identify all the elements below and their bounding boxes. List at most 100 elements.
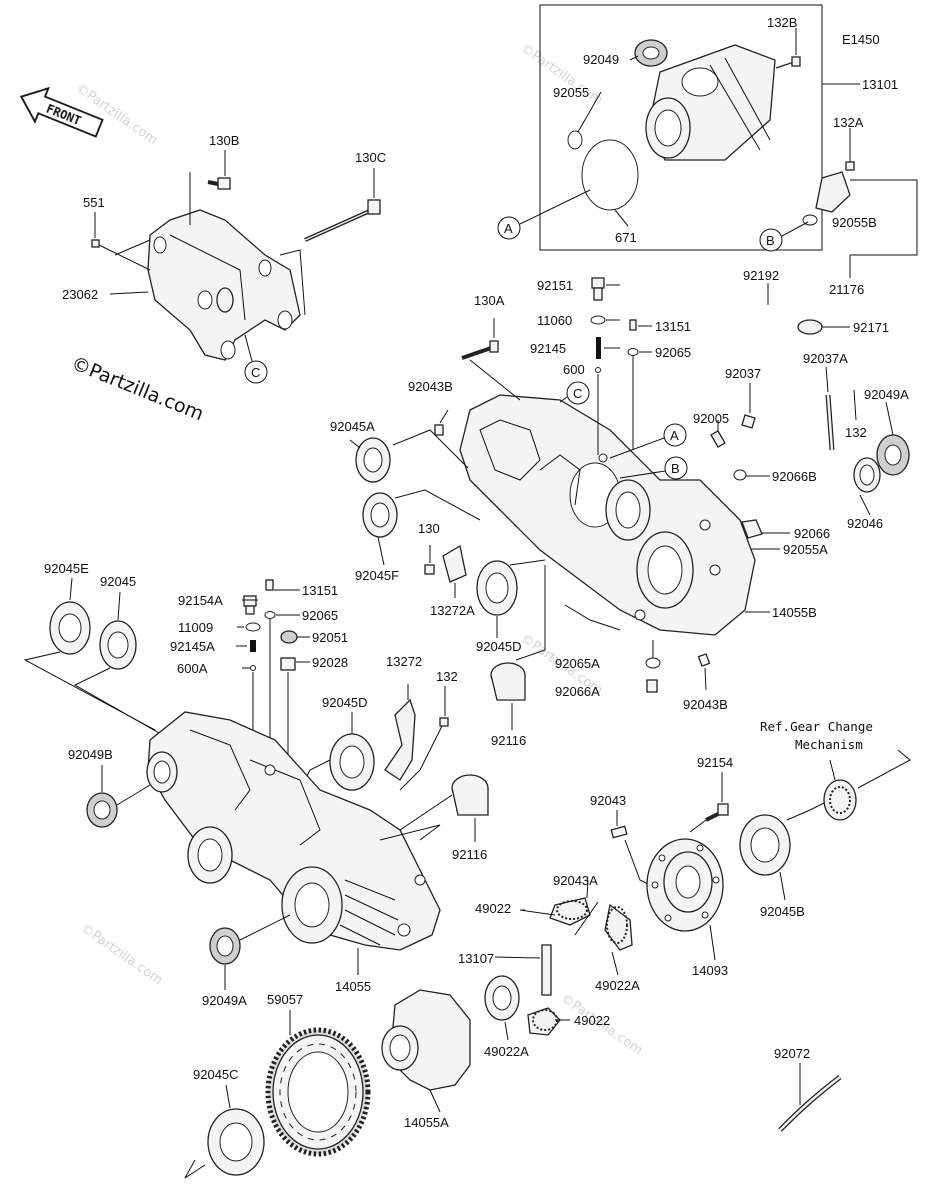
label-92066: 92066 bbox=[794, 526, 830, 541]
front-arrow-icon: FRONT bbox=[19, 86, 104, 138]
label-92045E: 92045E bbox=[44, 561, 89, 576]
bracket-13272A bbox=[424, 544, 467, 598]
label-14093: 14093 bbox=[692, 963, 728, 978]
label-92049: 92049 bbox=[583, 52, 619, 67]
callout-C: C bbox=[251, 365, 260, 380]
ref-note-line2: Mechanism bbox=[795, 737, 863, 752]
label-132B: 132B bbox=[767, 15, 797, 30]
label-92145A: 92145A bbox=[170, 639, 215, 654]
small-parts-center bbox=[564, 604, 711, 693]
label-92049A: 92049A bbox=[202, 993, 247, 1008]
label-92154A: 92154A bbox=[178, 593, 223, 608]
label-49022A: 49022A bbox=[595, 978, 640, 993]
bracket-13272 bbox=[384, 684, 449, 791]
label-92043B: 92043B bbox=[683, 697, 728, 712]
label-13272: 13272 bbox=[386, 654, 422, 669]
label-92049B: 92049B bbox=[68, 747, 113, 762]
dowel-pin bbox=[434, 424, 444, 436]
sleeve-92116-lower bbox=[399, 774, 489, 842]
label-13151: 13151 bbox=[302, 583, 338, 598]
right-bearings bbox=[853, 389, 910, 516]
part-labels: 132B 13101 92049 92055 671 132A 92055B 2… bbox=[44, 15, 909, 1130]
label-92065: 92065 bbox=[655, 345, 691, 360]
label-600A: 600A bbox=[177, 661, 208, 676]
label-132A: 132A bbox=[833, 115, 864, 130]
callout-C: C bbox=[573, 386, 582, 401]
label-92066B: 92066B bbox=[772, 469, 817, 484]
bearing-92045C bbox=[184, 1084, 265, 1179]
plug-group-left bbox=[236, 579, 310, 775]
label-92154: 92154 bbox=[697, 755, 733, 770]
copyright-watermark: ©Partzilla.com bbox=[68, 352, 207, 425]
label-92045C: 92045C bbox=[193, 1067, 239, 1082]
diagram-code: E1450 bbox=[842, 32, 880, 47]
label-59057: 59057 bbox=[267, 992, 303, 1007]
label-14055: 14055 bbox=[335, 979, 371, 994]
label-130: 130 bbox=[418, 521, 440, 536]
label-132: 132 bbox=[845, 425, 867, 440]
cable-tie-92072 bbox=[778, 1063, 842, 1132]
label-92192: 92192 bbox=[743, 268, 779, 283]
label-49022: 49022 bbox=[475, 901, 511, 916]
label-21176: 21176 bbox=[829, 282, 864, 297]
bolt-130A bbox=[461, 318, 521, 401]
label-14055A: 14055A bbox=[404, 1115, 449, 1130]
callout-B: B bbox=[766, 233, 775, 248]
label-92037A: 92037A bbox=[803, 351, 848, 366]
label-92045B: 92045B bbox=[760, 904, 805, 919]
label-92116: 92116 bbox=[452, 847, 487, 862]
label-132: 132 bbox=[436, 669, 458, 684]
label-13101: 13101 bbox=[862, 77, 898, 92]
label-92145: 92145 bbox=[530, 341, 566, 356]
bearing-92045D-lower bbox=[299, 712, 375, 791]
label-92043: 92043 bbox=[590, 793, 626, 808]
label-671: 671 bbox=[615, 230, 637, 245]
label-14055B: 14055B bbox=[772, 605, 817, 620]
sensor-assembly: B bbox=[759, 128, 918, 278]
callout-B: B bbox=[671, 461, 680, 476]
bearing-92045D-upper bbox=[476, 559, 546, 638]
label-92049A: 92049A bbox=[864, 387, 909, 402]
crankcase-right-14055B: C A B bbox=[459, 381, 770, 636]
callout-A: A bbox=[670, 428, 679, 443]
label-92045D: 92045D bbox=[476, 639, 522, 654]
crankcase-left-14055 bbox=[146, 711, 441, 975]
label-92055B: 92055B bbox=[832, 215, 877, 230]
seal-92049A-lower bbox=[209, 914, 291, 990]
label-600: 600 bbox=[563, 362, 585, 377]
label-11060: 11060 bbox=[537, 313, 572, 328]
label-92065A: 92065A bbox=[555, 656, 600, 671]
label-49022A: 49022A bbox=[484, 1044, 529, 1059]
label-551: 551 bbox=[83, 195, 105, 210]
callout-A: A bbox=[504, 221, 513, 236]
label-92066A: 92066A bbox=[555, 684, 600, 699]
final-gear-59057 bbox=[265, 1010, 371, 1157]
breather-hose bbox=[749, 283, 850, 412]
ref-note-line1: Ref.Gear Change bbox=[760, 719, 873, 734]
label-92037: 92037 bbox=[725, 366, 761, 381]
drain-plug-group bbox=[590, 277, 652, 455]
label-92055: 92055 bbox=[553, 85, 589, 100]
seal-92049B bbox=[86, 765, 151, 828]
label-92045A: 92045A bbox=[330, 419, 375, 434]
bevel-gears bbox=[484, 879, 633, 1041]
label-92171: 92171 bbox=[853, 320, 889, 335]
label-92065: 92065 bbox=[302, 608, 338, 623]
label-130C: 130C bbox=[355, 150, 386, 165]
label-13272A: 13272A bbox=[430, 603, 475, 618]
label-92005: 92005 bbox=[693, 411, 729, 426]
bearing-92045B bbox=[739, 799, 831, 901]
label-92043A: 92043A bbox=[553, 873, 598, 888]
label-92055A: 92055A bbox=[783, 542, 828, 557]
pin-bolt-group bbox=[610, 772, 729, 886]
label-13151: 13151 bbox=[655, 319, 691, 334]
gear-change-ref bbox=[823, 749, 911, 821]
mount-bracket-23062: C bbox=[91, 150, 381, 384]
label-130A: 130A bbox=[474, 293, 505, 308]
label-92043B: 92043B bbox=[408, 379, 453, 394]
label-13107: 13107 bbox=[458, 951, 494, 966]
label-92045D: 92045D bbox=[322, 695, 368, 710]
label-23062: 23062 bbox=[62, 287, 98, 302]
label-92116: 92116 bbox=[491, 733, 526, 748]
